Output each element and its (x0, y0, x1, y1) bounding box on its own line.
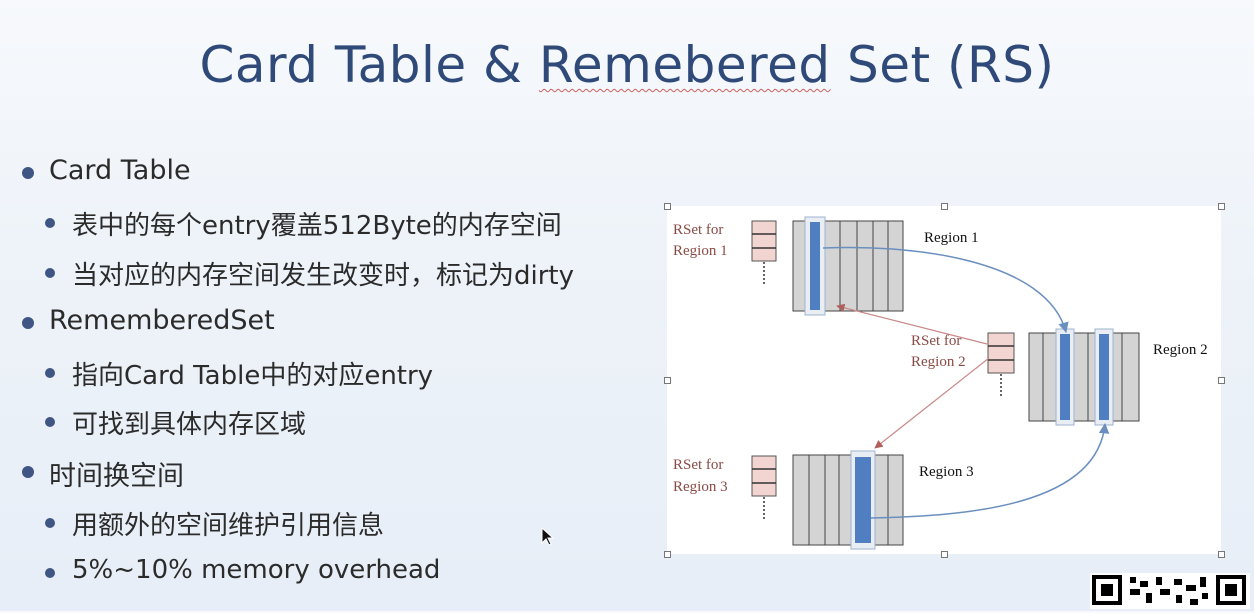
rset3-stack (751, 455, 777, 519)
bullet-dot (45, 218, 55, 228)
bullet-card-table: Card Table (49, 155, 191, 186)
bullet-point-entry: 指向Card Table中的对应entry (72, 361, 434, 391)
rset3-label-line1: RSet for (673, 457, 723, 473)
resize-handle[interactable] (1218, 377, 1225, 384)
title-prefix: Card Table & (199, 36, 539, 94)
qr-code-watermark (1090, 573, 1250, 609)
region2-label: Region 2 (1153, 342, 1208, 358)
resize-handle[interactable] (1218, 551, 1225, 558)
resize-handle[interactable] (664, 551, 671, 558)
title-suffix: Set (RS) (830, 36, 1055, 94)
region3-label: Region 3 (919, 464, 974, 480)
bullet-dot (22, 317, 34, 329)
region2-cards (1028, 328, 1140, 426)
arrow-rset2-to-region3 (874, 357, 990, 449)
resize-handle[interactable] (664, 203, 671, 210)
card-table-diagram[interactable]: RSet for Region 1 RSet for Region 2 RSet… (667, 206, 1221, 554)
bullet-overhead: 5%~10% memory overhead (72, 555, 441, 585)
bullet-entry-size: 表中的每个entry覆盖512Byte的内存空间 (72, 211, 562, 241)
bullet-dot (22, 167, 34, 179)
bullet-time-for-space: 时间换空间 (49, 461, 184, 492)
arrow-rset2-to-region1 (836, 303, 988, 345)
region1-cards (792, 216, 904, 316)
bullet-dot (45, 368, 55, 378)
bullet-dot (45, 417, 55, 427)
resize-handle[interactable] (941, 203, 948, 210)
rset2-stack (987, 332, 1015, 396)
bullet-find-region: 可找到具体内存区域 (72, 410, 307, 440)
bullet-dirty: 当对应的内存空间发生改变时，标记为dirty (72, 261, 574, 291)
region3-cards (792, 450, 904, 550)
resize-handle[interactable] (1218, 203, 1225, 210)
title-spellcheck-word: Remebered (538, 36, 831, 94)
bullet-dot (45, 518, 55, 528)
mouse-cursor-icon (541, 527, 555, 546)
rset1-label-line2: Region 1 (673, 243, 728, 259)
resize-handle[interactable] (941, 551, 948, 558)
arrow-region1-to-region2 (822, 246, 1069, 334)
rset3-label-line2: Region 3 (673, 479, 728, 495)
rset2-label-line1: RSet for (911, 333, 961, 349)
slide-title: Card Table & Remebered Set (RS) (0, 36, 1254, 94)
rset1-label-line1: RSet for (673, 222, 723, 238)
bullet-dot (45, 268, 55, 278)
region1-label: Region 1 (924, 230, 979, 246)
bullet-dot (45, 568, 55, 578)
bullet-remembered-set: RememberedSet (49, 305, 275, 336)
rset1-stack (751, 220, 777, 284)
bullet-dot (22, 466, 34, 478)
arrow-region3-to-region2 (870, 422, 1110, 519)
bullet-extra-space: 用额外的空间维护引用信息 (72, 511, 385, 541)
rset2-label-line2: Region 2 (911, 354, 966, 370)
resize-handle[interactable] (664, 377, 671, 384)
diagram-svg: RSet for Region 1 RSet for Region 2 RSet… (673, 216, 1208, 550)
